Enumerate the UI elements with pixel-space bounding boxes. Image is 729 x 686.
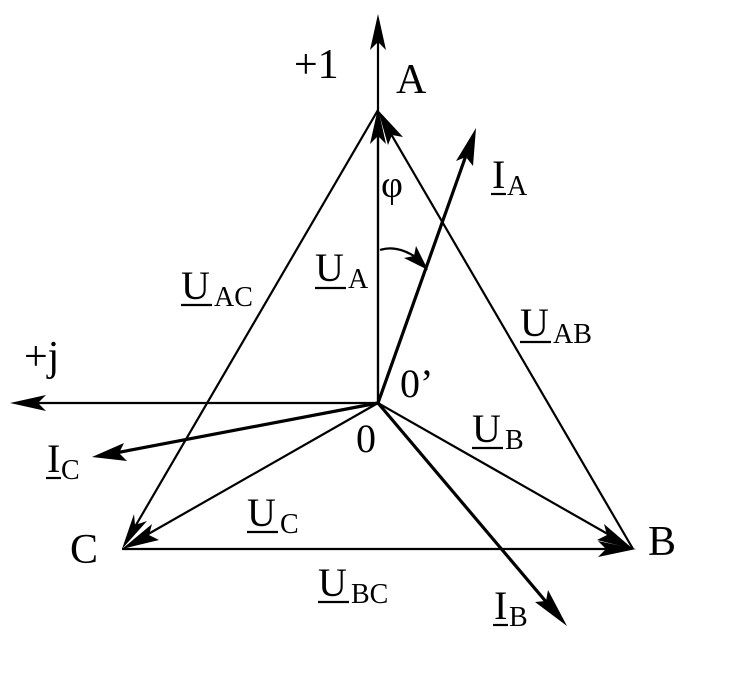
u-b-vector xyxy=(377,402,621,542)
u-c-vector xyxy=(135,402,379,542)
svg-text:I: I xyxy=(492,152,505,197)
i-a-label: I A xyxy=(491,152,528,202)
i-a-vector xyxy=(376,146,471,404)
u-c-arrowhead xyxy=(122,524,159,549)
u-ac-label: U AC xyxy=(181,263,253,313)
u-bc-label: U BC xyxy=(318,560,388,610)
u-a-arrowhead xyxy=(370,108,386,144)
imag-axis-arrowhead xyxy=(10,395,46,411)
svg-text:U: U xyxy=(318,560,347,605)
u-ab-vector xyxy=(383,121,634,550)
svg-text:U: U xyxy=(181,263,210,308)
u-ac-arrowhead xyxy=(122,514,147,549)
real-axis-label: +1 xyxy=(294,42,339,88)
neutral-prime-label: 0’ xyxy=(400,361,433,406)
i-b-arrowhead xyxy=(535,590,567,626)
neutral-label: 0 xyxy=(356,416,376,461)
svg-text:B: B xyxy=(509,602,528,633)
i-c-vector xyxy=(109,401,379,456)
point-a-label: A xyxy=(396,57,427,103)
u-a-label: U A xyxy=(315,245,369,295)
point-c-label: C xyxy=(70,527,98,573)
phi-label: φ xyxy=(381,164,403,206)
u-ac-vector xyxy=(128,109,379,538)
svg-text:U: U xyxy=(247,490,276,535)
u-bc-arrowhead xyxy=(598,541,636,557)
svg-text:U: U xyxy=(472,406,501,451)
imag-axis-label: +j xyxy=(24,334,59,380)
u-b-arrowhead xyxy=(597,524,633,549)
i-c-arrowhead xyxy=(92,443,127,461)
phi-arc-arrowhead xyxy=(404,246,428,270)
svg-text:I: I xyxy=(47,436,60,481)
i-b-vector xyxy=(376,401,555,612)
svg-text:AC: AC xyxy=(214,282,253,313)
u-ab-label: U AB xyxy=(520,300,592,350)
i-a-arrowhead xyxy=(456,128,476,166)
svg-text:A: A xyxy=(507,171,528,202)
svg-text:A: A xyxy=(348,264,369,295)
svg-text:C: C xyxy=(61,455,80,486)
u-b-label: U B xyxy=(472,406,524,456)
i-c-label: I C xyxy=(46,436,80,486)
svg-text:AB: AB xyxy=(553,319,592,350)
i-b-label: I B xyxy=(493,583,528,633)
svg-text:C: C xyxy=(280,509,299,540)
svg-text:U: U xyxy=(520,300,549,345)
u-ab-arrowhead xyxy=(378,110,403,145)
point-b-label: B xyxy=(648,519,676,565)
real-axis-arrowhead xyxy=(370,14,386,50)
svg-text:U: U xyxy=(315,245,344,290)
svg-text:I: I xyxy=(494,583,507,628)
svg-text:BC: BC xyxy=(351,579,388,610)
svg-text:B: B xyxy=(505,425,524,456)
u-c-label: U C xyxy=(247,490,299,540)
